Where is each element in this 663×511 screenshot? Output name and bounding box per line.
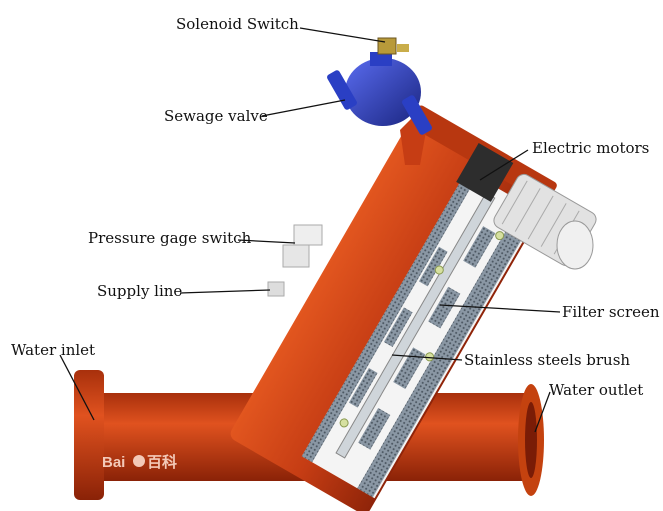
baidu-watermark: Bai 百科	[102, 453, 177, 471]
leader-lines	[59, 27, 561, 433]
label-sewage-valve: Sewage valve	[164, 107, 268, 125]
supply-line-fitting	[267, 281, 285, 297]
label-water-inlet: Water inlet	[11, 341, 95, 359]
label-stainless-steels-brush: Stainless steels brush	[464, 351, 630, 369]
svg-text:Bai: Bai	[102, 454, 125, 471]
pressure-gage-switch	[282, 224, 323, 268]
label-water-outlet: Water outlet	[549, 381, 643, 399]
electric-motor	[456, 142, 597, 270]
filter-screen	[357, 202, 538, 498]
label-solenoid-switch: Solenoid Switch	[176, 15, 299, 33]
label-pressure-gage-switch: Pressure gage switch	[88, 229, 252, 247]
filter-body	[230, 105, 557, 511]
label-filter-screen: Filter screen	[562, 303, 660, 321]
svg-text:百科: 百科	[147, 453, 177, 471]
label-electric-motors: Electric motors	[532, 139, 649, 157]
inlet-flange	[74, 370, 104, 500]
label-supply-line: Supply line	[97, 282, 182, 300]
sewage-valve	[327, 52, 432, 165]
solenoid-switch	[377, 37, 409, 55]
